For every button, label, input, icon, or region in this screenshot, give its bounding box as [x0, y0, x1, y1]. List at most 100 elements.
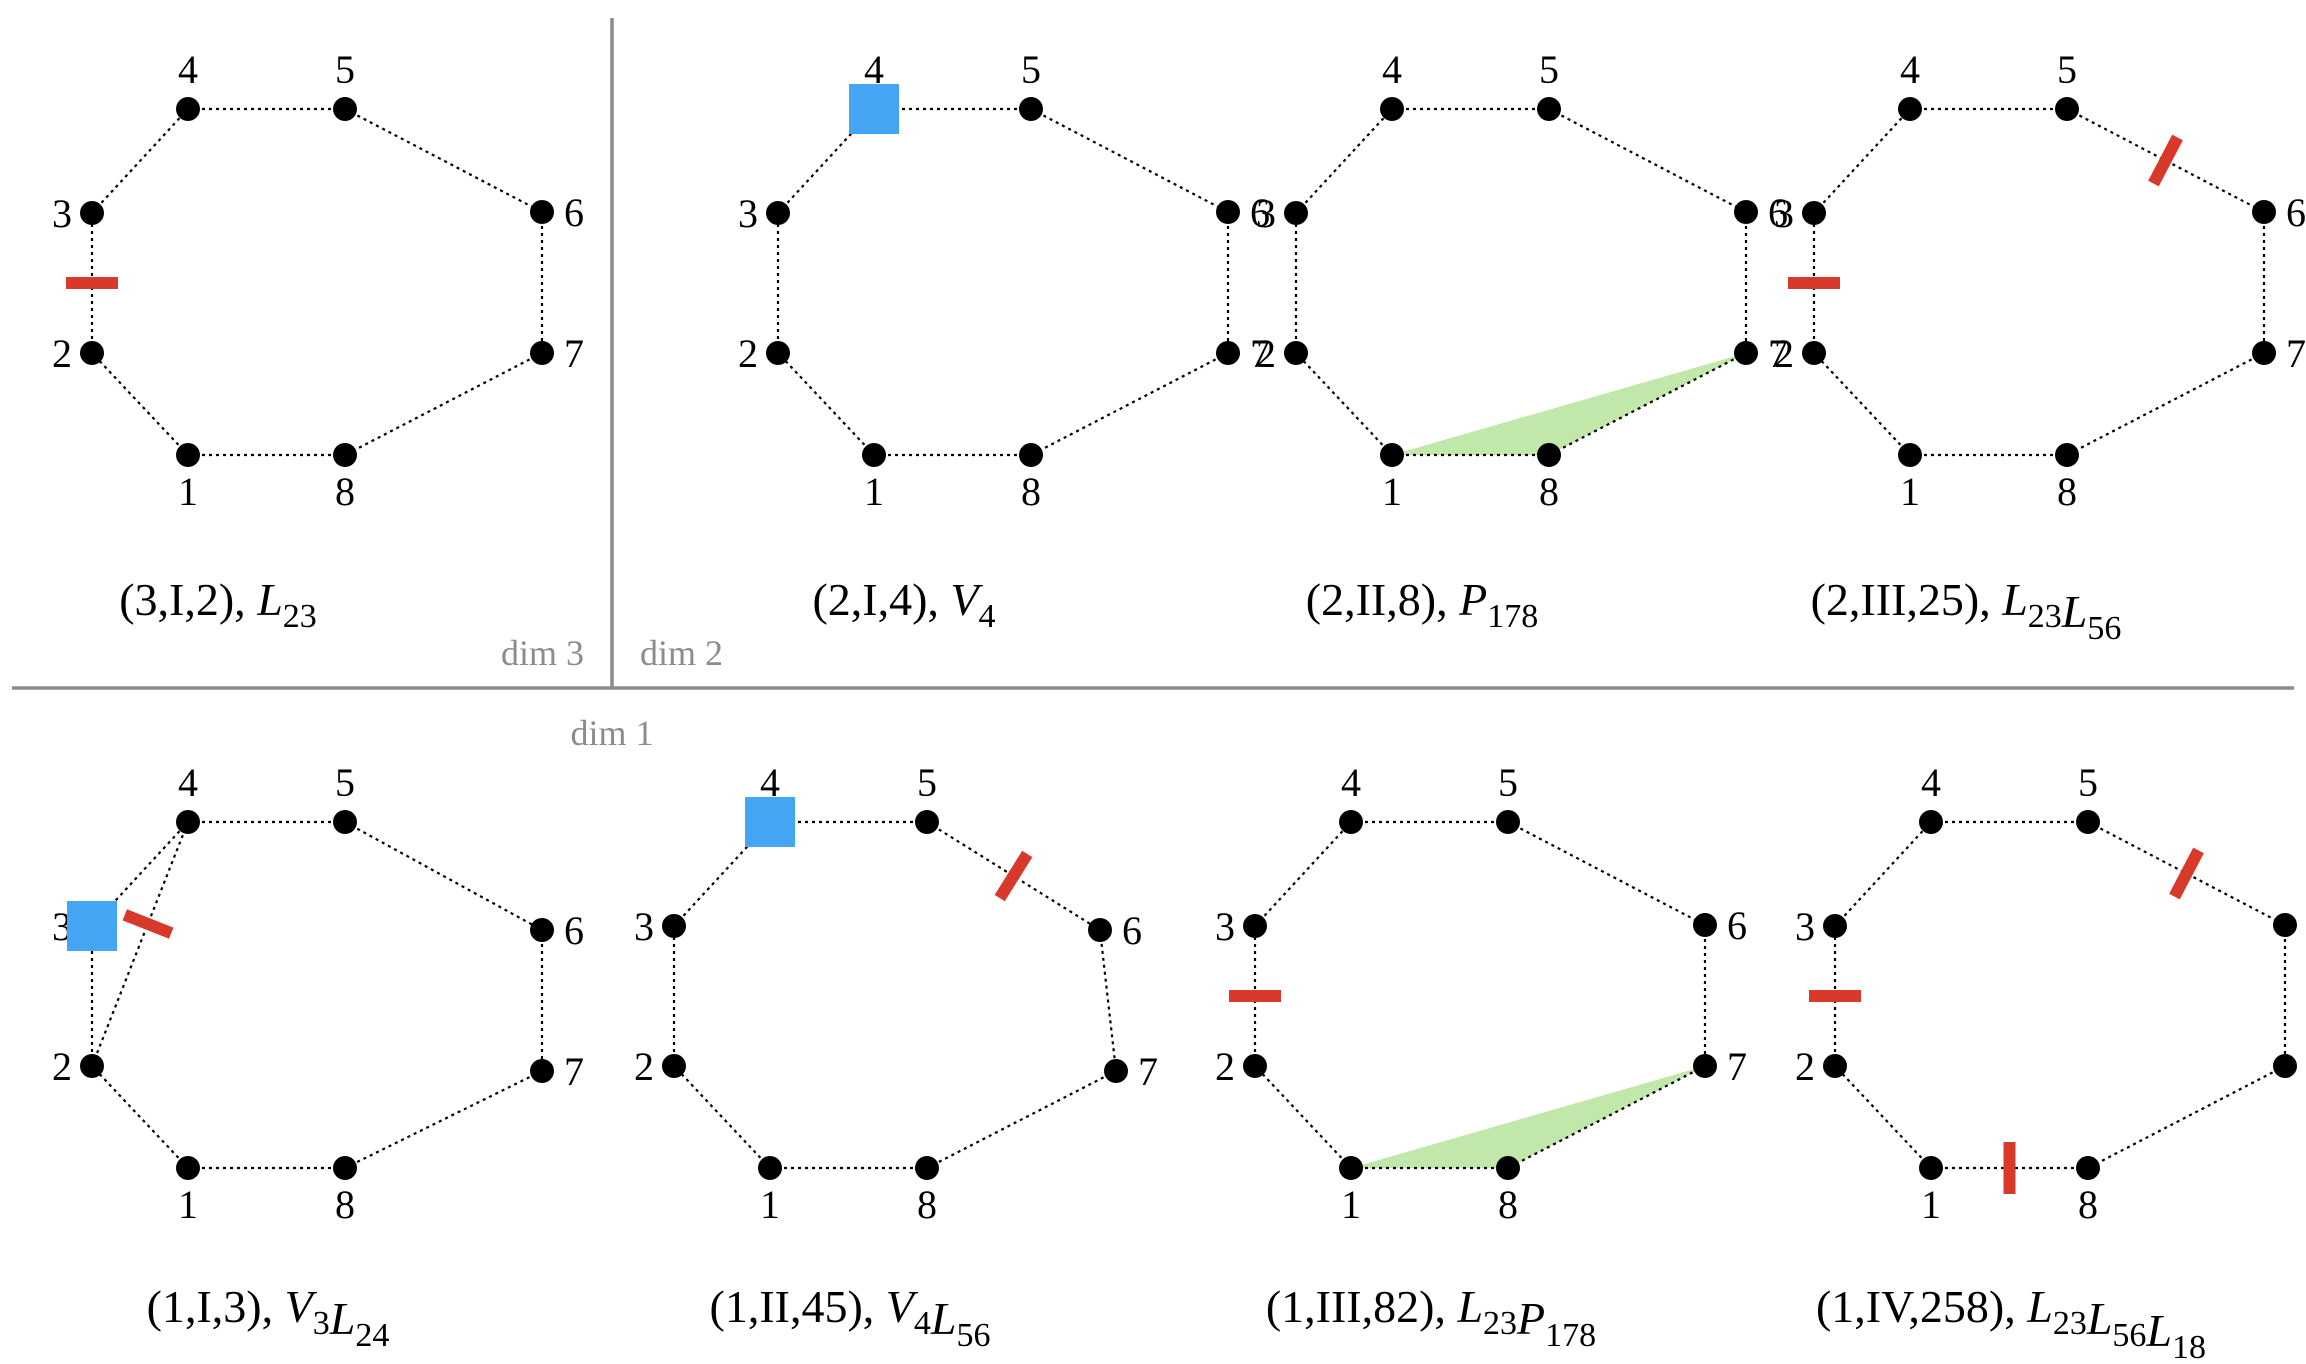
vertex-4: [176, 810, 200, 834]
vertex-label-3: 3: [1215, 904, 1235, 949]
vertex-6: [2273, 913, 2297, 937]
vertex-8: [2076, 1156, 2100, 1180]
vertex-label-6: 6: [564, 190, 584, 235]
vertex-2: [1823, 1054, 1847, 1078]
line-marker: [1788, 277, 1840, 289]
vertex-7: [1104, 1059, 1128, 1083]
vertex-label-4: 4: [178, 47, 198, 92]
vertex-label-5: 5: [917, 760, 937, 805]
vertex-5: [333, 97, 357, 121]
edge-1-2: [91, 352, 189, 456]
vertex-label-2: 2: [1795, 1044, 1815, 1089]
edge-3-4: [1295, 108, 1393, 214]
vertex-label-7: 7: [1138, 1049, 1158, 1094]
vertex-1: [176, 1156, 200, 1180]
vertex-4: [1339, 810, 1363, 834]
edge-7-8: [1507, 1065, 1706, 1169]
edge-3-4: [1254, 821, 1352, 927]
edge-5-6: [1030, 108, 1229, 213]
vertex-8: [1537, 443, 1561, 467]
edge-1-2: [777, 352, 875, 456]
vertex-label-2: 2: [738, 331, 758, 376]
edge-7-8: [344, 352, 543, 456]
polygon-marker: [1392, 353, 1746, 455]
line-marker: [1229, 990, 1281, 1002]
vertex-marker: [849, 84, 899, 134]
line-marker: [1809, 990, 1861, 1002]
vertex-label-8: 8: [1021, 469, 1041, 514]
vertex-label-6: 6: [1768, 190, 1788, 235]
vertex-label-1: 1: [1382, 469, 1402, 514]
vertex-label-2: 2: [1256, 331, 1276, 376]
vertex-label-2: 2: [634, 1044, 654, 1089]
vertex-label-5: 5: [335, 760, 355, 805]
edge-5-6: [2087, 821, 2286, 926]
vertex-label-3: 3: [634, 904, 654, 949]
vertex-5: [915, 810, 939, 834]
vertex-2: [80, 1054, 104, 1078]
vertex-label-1: 1: [1921, 1182, 1941, 1227]
vertex-label-8: 8: [335, 469, 355, 514]
panel-caption: (3,I,2), L23: [119, 574, 317, 635]
vertex-label-2: 2: [52, 1044, 72, 1089]
vertex-label-4: 4: [864, 47, 884, 92]
line-marker: [2003, 1142, 2016, 1194]
vertex-label-7: 7: [1250, 331, 1270, 376]
vertex-label-3: 3: [52, 191, 72, 236]
edge-5-6: [926, 821, 1101, 931]
vertex-4: [1919, 810, 1943, 834]
vertex-7: [1734, 341, 1758, 365]
vertex-8: [1019, 443, 1043, 467]
vertex-2: [1284, 341, 1308, 365]
vertex-5: [1496, 810, 1520, 834]
vertex-4: [176, 97, 200, 121]
vertex-label-8: 8: [2057, 469, 2077, 514]
vertex-label-8: 8: [2078, 1182, 2098, 1227]
vertex-7: [530, 341, 554, 365]
vertex-label-4: 4: [760, 760, 780, 805]
panel-caption: (2,I,4), V4: [812, 574, 995, 635]
edge-1-2: [1254, 1065, 1352, 1169]
vertex-3: [662, 914, 686, 938]
vertex-label-8: 8: [335, 1182, 355, 1227]
line-marker: [2148, 134, 2183, 187]
vertex-3: [1823, 914, 1847, 938]
vertex-8: [915, 1156, 939, 1180]
edge-3-4: [1813, 108, 1911, 214]
vertex-label-1: 1: [178, 1182, 198, 1227]
vertex-label-7: 7: [1727, 1044, 1747, 1089]
vertex-label-7: 7: [1768, 331, 1788, 376]
edge-1-2: [673, 1065, 771, 1169]
vertex-label-4: 4: [1900, 47, 1920, 92]
vertex-label-5: 5: [335, 47, 355, 92]
edge-3-4: [673, 821, 771, 927]
edge-5-6: [344, 108, 543, 213]
vertex-6: [1693, 913, 1717, 937]
vertex-4: [1380, 97, 1404, 121]
vertex-label-5: 5: [2078, 760, 2098, 805]
vertex-label-3: 3: [1774, 191, 1794, 236]
vertex-label-7: 7: [2286, 331, 2306, 376]
vertex-label-5: 5: [2057, 47, 2077, 92]
vertex-label-2: 2: [1774, 331, 1794, 376]
vertex-label-6: 6: [1122, 908, 1142, 953]
panel-caption: (1,IV,258), L23L56L18: [1816, 1281, 2206, 1364]
vertex-1: [758, 1156, 782, 1180]
edge-3-4: [1834, 821, 1932, 927]
vertex-label-4: 4: [1341, 760, 1361, 805]
edge-5-6: [344, 821, 543, 931]
edge-1-2: [1295, 352, 1393, 456]
vertex-label-6: 6: [2286, 190, 2306, 235]
vertex-3: [1243, 914, 1267, 938]
vertex-2: [662, 1054, 686, 1078]
edge-3-4: [91, 108, 189, 214]
vertex-marker: [67, 901, 117, 951]
vertex-label-6: 6: [564, 908, 584, 953]
vertex-label-5: 5: [1539, 47, 1559, 92]
vertex-8: [333, 1156, 357, 1180]
panel-caption: (2,III,25), L23L56: [1811, 574, 2122, 647]
vertex-label-7: 7: [564, 331, 584, 376]
vertex-label-1: 1: [178, 469, 198, 514]
